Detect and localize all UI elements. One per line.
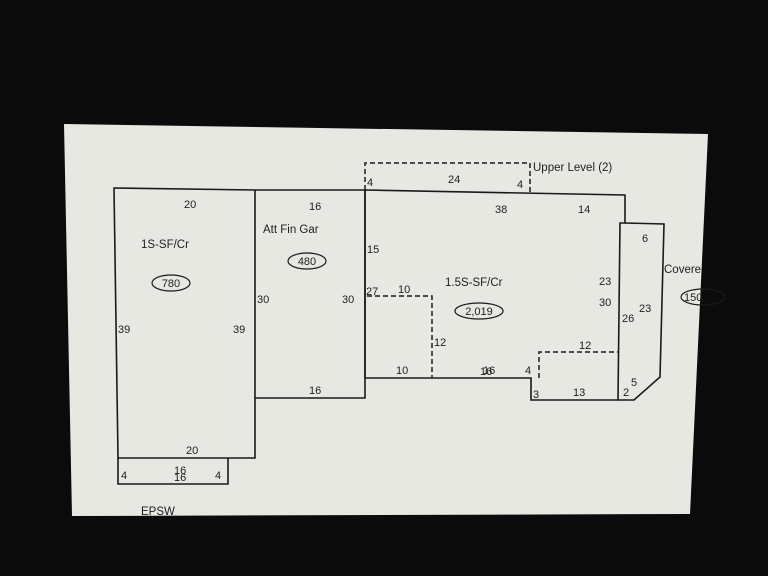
dim-os-bottom: 20 [186, 445, 198, 457]
dim-main-step: 4 [525, 365, 531, 377]
interior-notch [367, 295, 433, 378]
dim-ep-bottom: 16 [174, 472, 186, 484]
label-upper-level: Upper Level (2) [533, 162, 612, 174]
dim-ep-top: 16 [174, 465, 186, 477]
label-covered: Covere [664, 264, 701, 276]
dim-dash-top: 12 [579, 340, 591, 352]
dim-ul-top: 24 [448, 174, 460, 186]
area-oval-covered [680, 288, 726, 306]
dim-gar-left: 30 [257, 294, 269, 306]
dim-os-right: 39 [233, 324, 245, 336]
area-oval-garage [287, 252, 327, 270]
dim-ul-right: 4 [517, 179, 523, 191]
dim-notch-left: 27 [366, 286, 378, 298]
dim-main-right-2: 30 [599, 297, 611, 309]
label-one-story: 1S-SF/Cr [141, 239, 189, 251]
dim-gar-bottom: 16 [309, 385, 321, 397]
area-covered: 150 [684, 292, 702, 304]
dim-main-top-2: 14 [578, 204, 590, 216]
dim-ul-left: 4 [367, 177, 373, 189]
dim-covered-chamfer: 5 [631, 377, 637, 389]
dim-covered-top: 6 [642, 233, 648, 245]
area-one-story: 780 [162, 278, 180, 290]
label-main: 1.5S-SF/Cr [445, 277, 503, 289]
area-garage: 480 [298, 256, 316, 268]
dim-main-top-1: 38 [495, 204, 507, 216]
dim-main-bottom-center: 16 [480, 366, 492, 378]
dim-os-top: 20 [184, 199, 196, 211]
dim-main-left: 15 [367, 244, 379, 256]
dim-gar-top: 16 [309, 201, 321, 213]
area-main: 2,019 [465, 306, 493, 318]
label-garage: Att Fin Gar [263, 224, 319, 236]
dim-ep-right: 4 [215, 470, 221, 482]
dim-main-bottom-right: 2 [623, 387, 629, 399]
label-epsw: EPSW [141, 506, 175, 518]
dim-main-bottom-center-overlap: 16 [483, 365, 495, 377]
dim-notch-top: 10 [398, 284, 410, 296]
dim-ep-left: 4 [121, 470, 127, 482]
dimension-labels: 4 24 4 20 39 39 20 4 16 16 4 16 30 30 16… [118, 174, 651, 484]
dim-main-bottom-left: 3 [533, 389, 539, 401]
dim-covered-right: 23 [639, 303, 651, 315]
covered-section [618, 222, 665, 401]
epsw-section [117, 458, 229, 485]
interior-step [538, 351, 618, 378]
dim-os-left: 39 [118, 324, 130, 336]
dim-main-right-1: 23 [599, 276, 611, 288]
area-oval-main [454, 302, 504, 320]
dim-notch-right: 12 [434, 337, 446, 349]
dim-gar-right: 30 [342, 294, 354, 306]
dim-covered-left: 26 [622, 313, 634, 325]
dim-notch-bottom: 10 [396, 365, 408, 377]
screen-area [64, 124, 708, 516]
dim-main-bottom: 13 [573, 387, 585, 399]
area-oval-one-story [151, 274, 191, 292]
